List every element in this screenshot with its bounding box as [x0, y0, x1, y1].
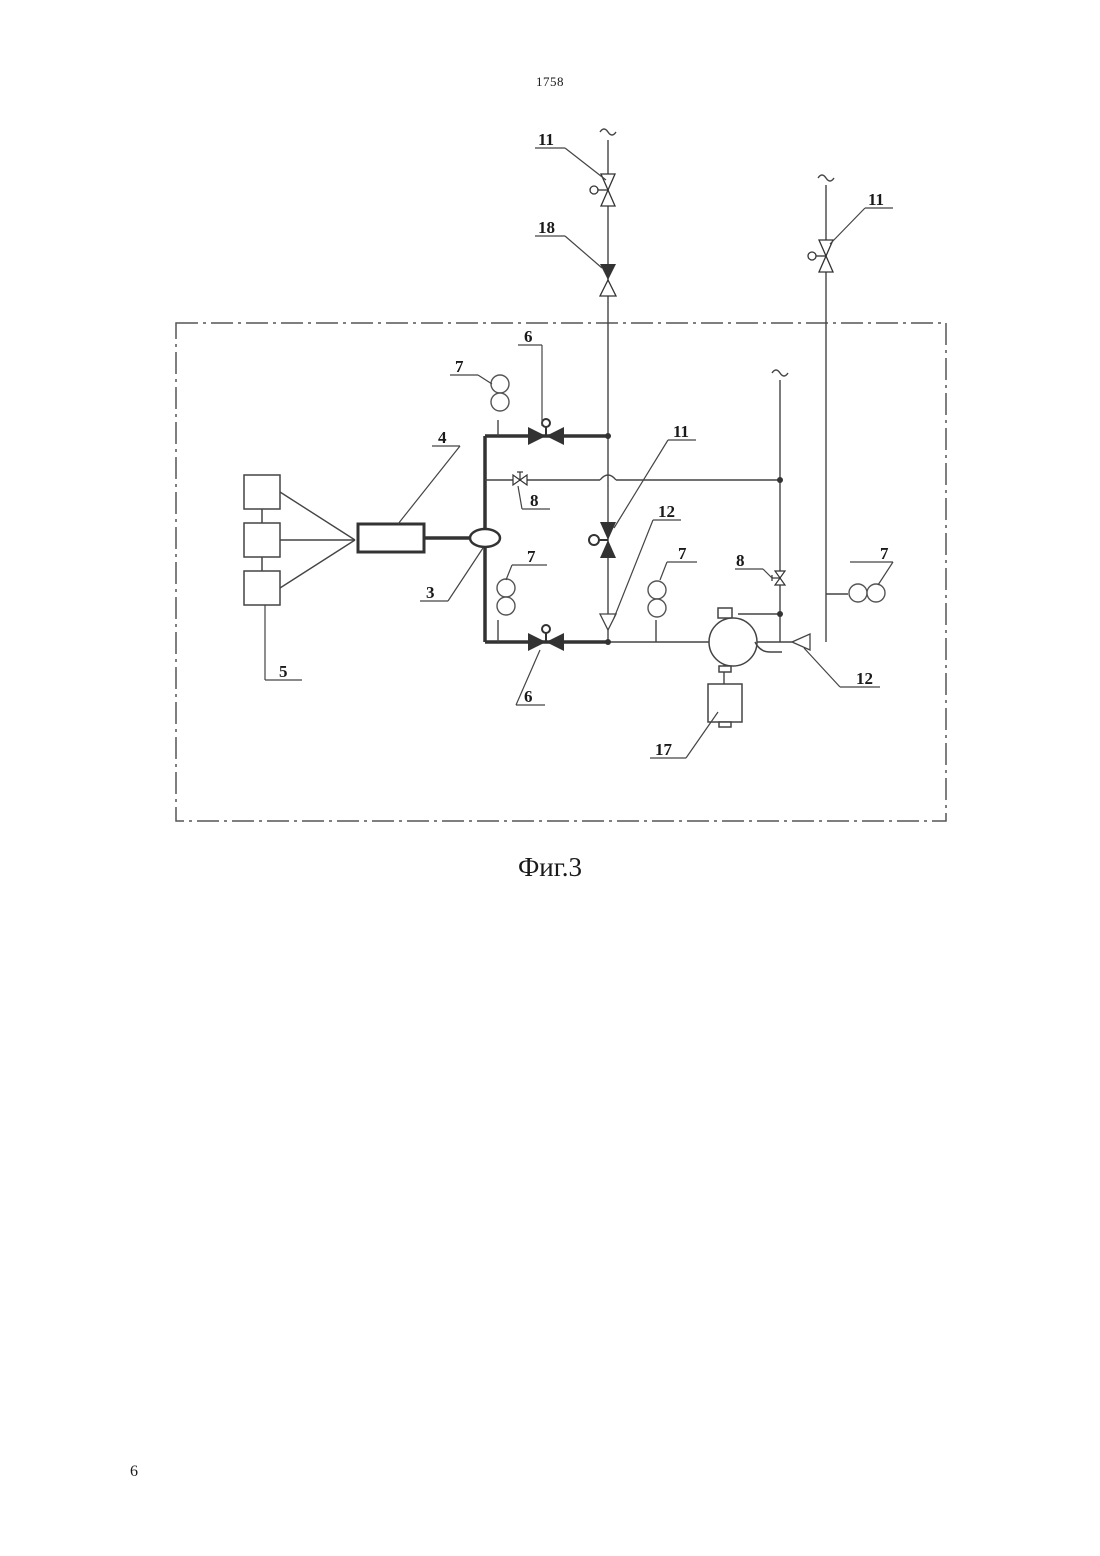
label-8-horizontal: 8: [530, 491, 539, 510]
main-manifold: [424, 436, 608, 642]
label-17: 17: [655, 740, 673, 759]
label-6-top: 6: [524, 327, 533, 346]
control-units: [244, 475, 280, 605]
junctions: [605, 433, 783, 645]
label-11-right: 11: [868, 190, 884, 209]
label-7-middle: 7: [527, 547, 536, 566]
label-8-vertical: 8: [736, 551, 745, 570]
label-5: 5: [279, 662, 288, 681]
label-7-right: 7: [678, 544, 687, 563]
element-3: [470, 529, 500, 547]
page-number: 6: [130, 1463, 138, 1481]
label-11-middle: 11: [673, 422, 689, 441]
label-3: 3: [426, 583, 435, 602]
unit-4: [358, 524, 424, 552]
label-18: 18: [538, 218, 555, 237]
valve-8-horizontal: [513, 472, 527, 485]
reducer-12-vertical: [600, 614, 616, 630]
valve-11-top: [590, 174, 615, 206]
valve-11-middle: [589, 522, 616, 558]
valve-11-right: [808, 240, 833, 272]
leader-lines: [265, 148, 893, 758]
valve-6-bottom: [528, 625, 564, 651]
label-4: 4: [438, 428, 447, 447]
label-7-top: 7: [455, 357, 464, 376]
thin-pipes: [280, 140, 848, 685]
figure-caption: Фиг.3: [0, 852, 1100, 883]
label-12-vertical: 12: [658, 502, 675, 521]
system-boundary: [176, 323, 946, 821]
label-7-far-right: 7: [880, 544, 889, 563]
check-valve-18: [600, 264, 616, 296]
motor-17: [708, 666, 742, 727]
reducer-12-horizontal: [792, 634, 810, 650]
pipe-ends: [600, 129, 834, 376]
label-12-horizontal: 12: [856, 669, 873, 688]
valve-8-vertical: [772, 571, 785, 585]
part-labels: 11 18 11 6 7 4 8 11 12 7 7 8 7 3 5 6 12 …: [279, 130, 889, 759]
label-6-bottom: 6: [524, 687, 533, 706]
valve-6-top: [528, 419, 564, 445]
label-11-top: 11: [538, 130, 554, 149]
pump: [709, 608, 782, 666]
